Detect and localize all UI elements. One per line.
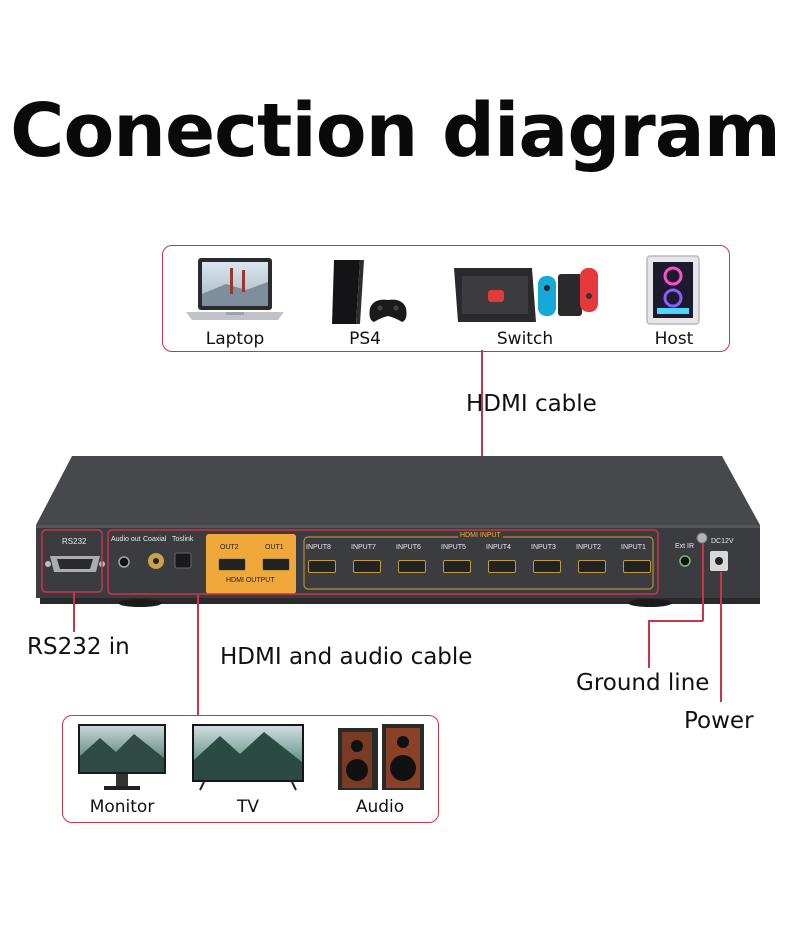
dc12v-label: DC12V xyxy=(711,538,734,545)
ground-line-label: Ground line xyxy=(576,670,710,696)
ground-line-vertical-2 xyxy=(648,620,650,668)
rs232-port-label: RS232 xyxy=(62,537,87,546)
hdmi-input7-port xyxy=(353,560,381,573)
input7-label: INPUT7 xyxy=(351,544,376,551)
hdmi-out2-port xyxy=(218,558,246,571)
hdmi-input6-port xyxy=(398,560,426,573)
hdmi-out1-port xyxy=(262,558,290,571)
source-label-ps4: PS4 xyxy=(349,329,381,349)
source-label-laptop: Laptop xyxy=(205,329,265,349)
input5-label: INPUT5 xyxy=(441,544,466,551)
hdmi-cable-label: HDMI cable xyxy=(466,391,597,417)
input2-label: INPUT2 xyxy=(576,544,601,551)
rs232-label: RS232 in xyxy=(27,634,130,660)
out2-label: OUT2 xyxy=(220,544,239,551)
ground-line-horizontal xyxy=(648,620,703,622)
source-label-switch: Switch xyxy=(496,329,554,349)
hdmi-input4-port xyxy=(488,560,516,573)
speakers-icon xyxy=(338,724,424,790)
monitor-icon xyxy=(78,724,166,790)
audio-out-label: Audio out xyxy=(111,536,141,543)
desktop-host-icon xyxy=(646,255,700,325)
ext-ir-label: Ext IR xyxy=(675,543,695,550)
power-label: Power xyxy=(684,708,754,734)
hdmi-audio-cable-line xyxy=(197,594,199,715)
hdmi-cable-line xyxy=(481,350,483,536)
hdmi-input1-port xyxy=(623,560,651,573)
source-label-host: Host xyxy=(654,329,694,349)
hdmi-audio-cable-label: HDMI and audio cable xyxy=(220,644,473,670)
output-label-tv: TV xyxy=(236,797,259,817)
hdmi-input2-port xyxy=(578,560,606,573)
laptop-icon xyxy=(186,258,284,320)
input3-label: INPUT3 xyxy=(531,544,556,551)
page-title: Conection diagram xyxy=(10,88,781,174)
nintendo-switch-icon xyxy=(454,268,598,322)
out1-label: OUT1 xyxy=(265,544,284,551)
ground-line-vertical-1 xyxy=(702,543,704,621)
ps4-console-icon xyxy=(332,260,407,324)
input1-label: INPUT1 xyxy=(621,544,646,551)
output-label-monitor: Monitor xyxy=(89,797,155,817)
rs232-line xyxy=(73,592,75,632)
hdmi-input3-port xyxy=(533,560,561,573)
input4-label: INPUT4 xyxy=(486,544,511,551)
input8-label: INPUT8 xyxy=(306,544,331,551)
input6-label: INPUT6 xyxy=(396,544,421,551)
power-line xyxy=(720,572,722,702)
hdmi-input8-port xyxy=(308,560,336,573)
tv-icon xyxy=(192,724,304,791)
toslink-label: Toslink xyxy=(172,536,194,543)
hdmi-output-label: HDMI OUTPUT xyxy=(226,577,275,584)
hdmi-input5-port xyxy=(443,560,471,573)
hdmi-input-label: HDMI INPUT xyxy=(458,532,503,539)
coaxial-label: Coaxial xyxy=(143,536,167,543)
output-label-audio: Audio xyxy=(355,797,405,817)
